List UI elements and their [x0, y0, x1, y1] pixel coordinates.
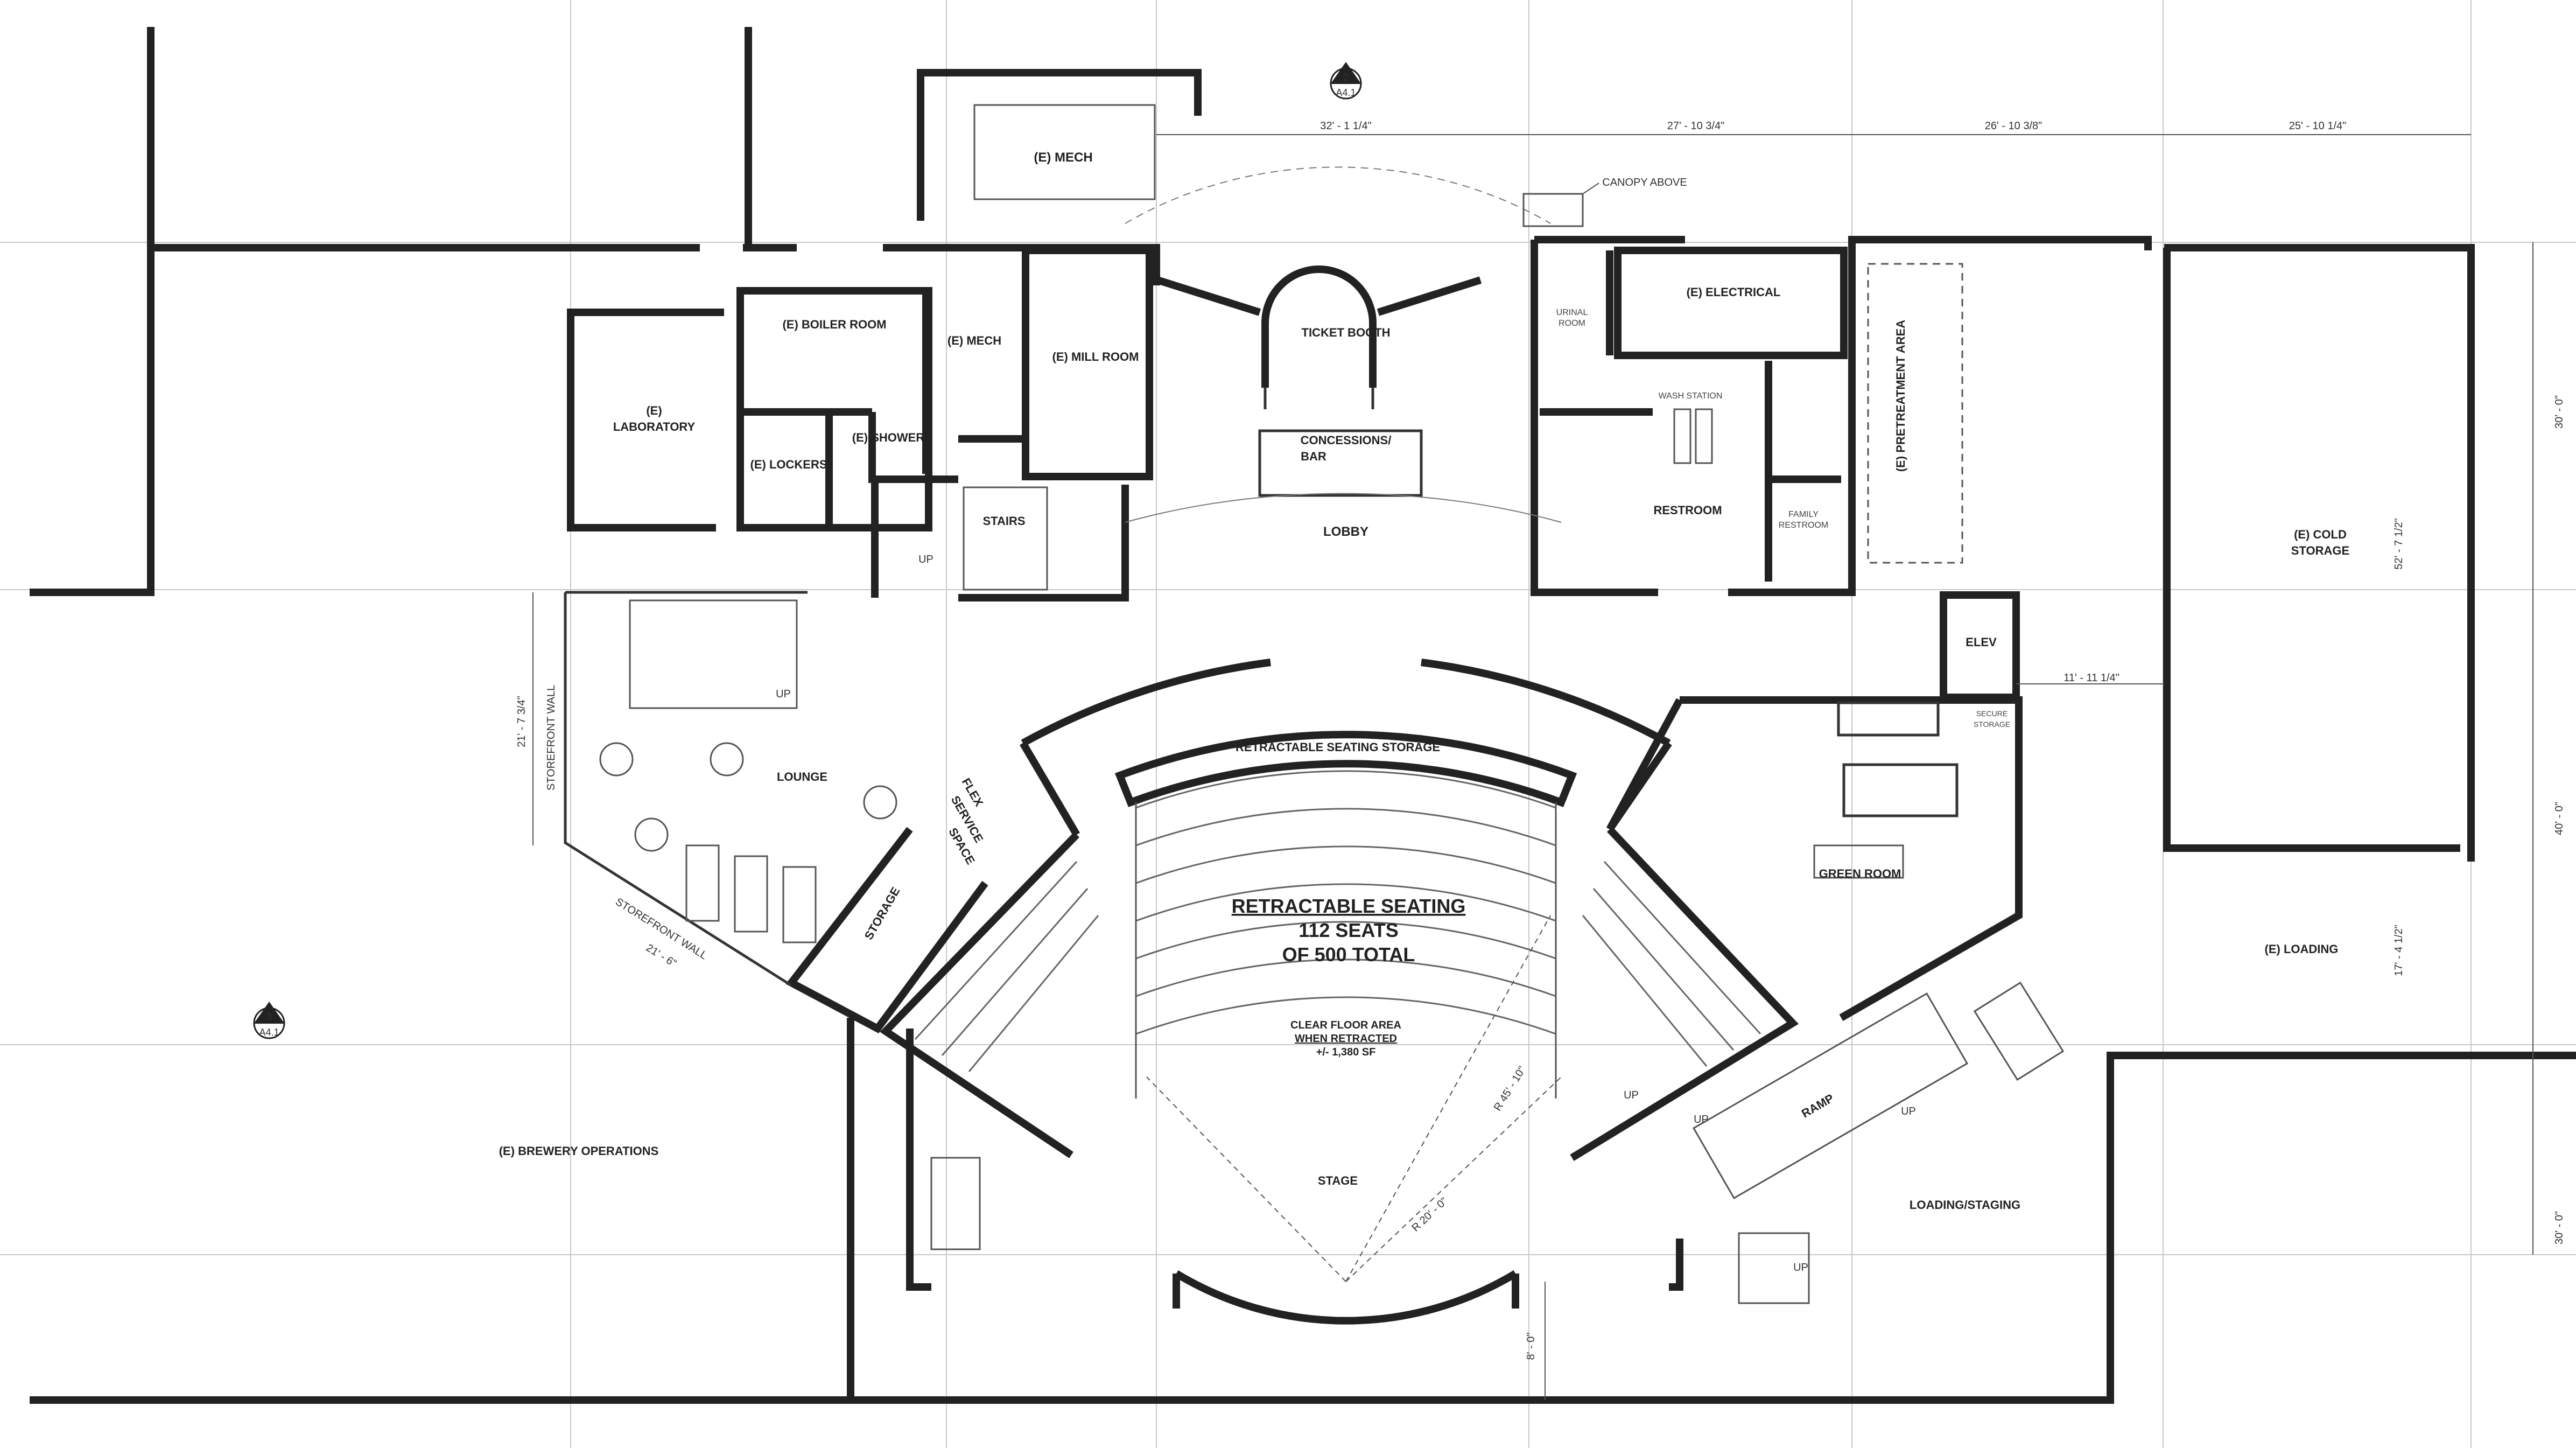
label-storage: STORAGE: [862, 885, 903, 942]
label-loading: (E) LOADING: [2265, 942, 2339, 956]
label-laboratory-2: LABORATORY: [613, 420, 696, 433]
label-clear-1: CLEAR FLOOR AREA: [1290, 1019, 1401, 1031]
annotation-up-2: UP: [776, 688, 791, 700]
label-lobby: LOBBY: [1323, 524, 1368, 539]
label-cold-storage-1: (E) COLD: [2294, 528, 2347, 541]
label-elev: ELEV: [1966, 635, 1997, 649]
dimension-1: 32' - 1 1/4": [1320, 120, 1371, 132]
label-stairs: STAIRS: [982, 514, 1025, 528]
dimension-labels: 32' - 1 1/4" 27' - 10 3/4" 26' - 10 3/8"…: [516, 120, 2565, 1360]
dimension-lines: [532, 134, 2533, 1400]
label-wash-station: WASH STATION: [1659, 391, 1723, 401]
label-pretreatment: (E) PRETREATMENT AREA: [1894, 320, 1907, 472]
label-laboratory-1: (E): [646, 404, 662, 417]
label-seating-1: RETRACTABLE SEATING: [1232, 895, 1466, 917]
section-left-number: 3: [266, 1012, 272, 1023]
annotation-up-5: UP: [1901, 1106, 1916, 1117]
dimension-11: 21' - 7 3/4": [516, 696, 528, 747]
annotations: CANOPY ABOVE STOREFRONT WALL STOREFRONT …: [545, 177, 1916, 1274]
annotation-canopy: CANOPY ABOVE: [1602, 177, 1687, 188]
annotation-up-3: UP: [1624, 1089, 1639, 1101]
section-marker-left: [253, 1002, 285, 1039]
label-seating-2: 112 SEATS: [1298, 919, 1398, 941]
label-stage: STAGE: [1318, 1174, 1358, 1187]
dimension-7: 40' - 0": [2553, 802, 2565, 835]
label-concessions-2: BAR: [1301, 450, 1326, 463]
annotation-storefront-wall-1: STOREFRONT WALL: [545, 685, 557, 791]
label-green-room: GREEN ROOM: [1819, 867, 1901, 880]
label-lounge: LOUNGE: [777, 770, 827, 784]
label-cold-storage-2: STORAGE: [2291, 544, 2349, 557]
label-secure-storage-1: SECURE: [1976, 709, 2008, 718]
annotation-up-6: UP: [1793, 1262, 1808, 1274]
fixtures: [599, 104, 2065, 1304]
walls: [30, 27, 2576, 1404]
section-left-sheet: A4.1: [259, 1027, 279, 1038]
label-retractable-storage: RETRACTABLE SEATING STORAGE: [1236, 740, 1440, 754]
label-brewery: (E) BREWERY OPERATIONS: [499, 1144, 659, 1158]
dimension-6: 52' - 7 1/2": [2393, 518, 2405, 569]
dimension-4: 25' - 10 1/4": [2289, 120, 2347, 132]
label-shower: (E) SHOWER: [852, 431, 925, 444]
dimension-5: 30' - 0": [2553, 395, 2565, 429]
annotation-up-1: UP: [918, 554, 933, 565]
label-clear-2: WHEN RETRACTED: [1295, 1033, 1397, 1045]
label-ticket-booth: TICKET BOOTH: [1302, 326, 1391, 339]
label-boiler-room: (E) BOILER ROOM: [782, 318, 886, 331]
section-top-number: 2: [1343, 72, 1349, 83]
label-mech-top: (E) MECH: [1034, 150, 1092, 165]
label-urinal-room-1: URINAL: [1556, 308, 1588, 317]
label-loading-staging: LOADING/STAGING: [1910, 1198, 2020, 1212]
label-electrical: (E) ELECTRICAL: [1687, 285, 1781, 299]
dimension-13: 8' - 0": [1525, 1333, 1537, 1360]
annotation-radius-1: R 45' - 10": [1492, 1064, 1528, 1113]
label-secure-storage-2: STORAGE: [1974, 720, 2010, 729]
dimension-8: 17' - 4 1/2": [2393, 925, 2405, 976]
dimension-2: 27' - 10 3/4": [1667, 120, 1725, 132]
dimension-3: 26' - 10 3/8": [1985, 120, 2042, 132]
dimension-10: 11' - 11 1/4": [2063, 672, 2119, 684]
label-concessions-1: CONCESSIONS/: [1301, 433, 1392, 447]
label-mech: (E) MECH: [947, 334, 1001, 347]
section-top-sheet: A4.1: [1336, 87, 1356, 98]
label-family-restroom-2: RESTROOM: [1779, 521, 1828, 530]
annotation-up-4: UP: [1694, 1114, 1709, 1125]
dimension-9: 30' - 0": [2553, 1211, 2565, 1244]
label-urinal-room-2: ROOM: [1559, 319, 1585, 328]
label-lockers: (E) LOCKERS: [750, 458, 827, 471]
label-clear-3: +/- 1,380 SF: [1316, 1046, 1376, 1058]
label-mill-room: (E) MILL ROOM: [1052, 350, 1139, 363]
seating-rows: [914, 770, 1761, 1282]
label-family-restroom-1: FAMILY: [1788, 510, 1819, 519]
dimension-12: 21' - 6": [644, 942, 678, 970]
section-marker-labels: 2 A4.1 3 A4.1: [259, 72, 1356, 1038]
label-seating-3: OF 500 TOTAL: [1282, 943, 1415, 966]
section-marker-top: [1330, 62, 1362, 100]
annotation-radius-2: R 20' - 0": [1409, 1195, 1450, 1234]
label-ramp: RAMP: [1799, 1091, 1836, 1120]
room-labels: (E) MECH (E) BOILER ROOM (E) MECH (E) MI…: [499, 150, 2350, 1212]
label-restroom: RESTROOM: [1653, 503, 1722, 517]
